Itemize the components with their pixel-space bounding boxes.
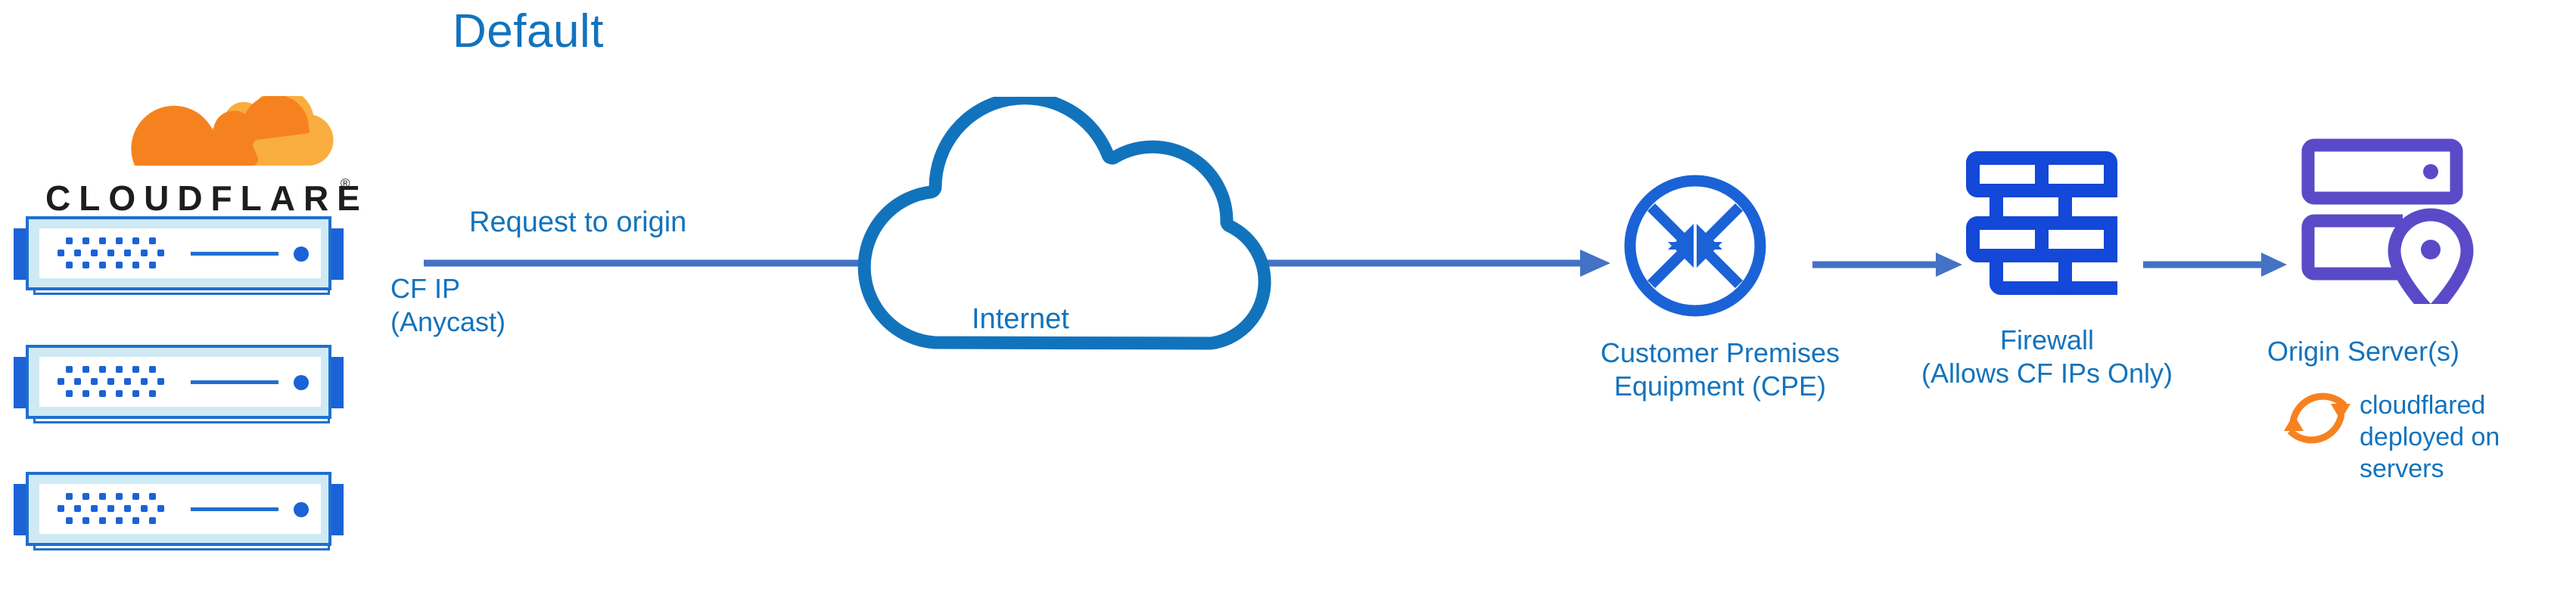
registered-trademark-icon: ® [341, 176, 350, 191]
cloudflare-wordmark: CLOUDFLARE [45, 178, 369, 218]
internet-label: Internet [972, 303, 1069, 335]
rack-chassis [26, 472, 331, 546]
request-to-origin-label: Request to origin [469, 206, 687, 238]
rack-led-icon [294, 375, 309, 390]
rack-faceplate [39, 357, 321, 407]
page-title: Default [453, 5, 604, 57]
router-four-arrows-icon [1624, 175, 1766, 317]
cloudflared-deployed-label: cloudflared deployed on servers [2360, 391, 2500, 483]
cloudflare-edge-server-2 [5, 340, 345, 431]
cloudflare-edge-server-1 [5, 212, 345, 302]
internet-cloud-icon [857, 97, 1271, 350]
origin-server-led-icon [2423, 164, 2438, 179]
rack-status-line [191, 507, 278, 511]
rack-ear-left [14, 228, 29, 280]
brick-wall-icon [1966, 151, 2117, 295]
arrow-firewall-to-origin [2143, 253, 2287, 277]
rack-ear-right [328, 357, 344, 408]
rack-status-line [191, 380, 278, 384]
rack-faceplate [39, 484, 321, 534]
rack-chassis [26, 216, 331, 290]
cf-ip-anycast-label: CF IP (Anycast) [390, 273, 506, 337]
cloudflare-logo: CLOUDFLARE ® [29, 96, 360, 218]
sync-refresh-arrows-icon [2284, 392, 2350, 444]
rack-led-icon [294, 502, 309, 517]
rack-vent-dots-icon [58, 237, 164, 271]
origin-server-icon [2301, 138, 2474, 304]
rack-faceplate [39, 228, 321, 278]
cloudflare-cloud-icon [131, 96, 334, 166]
rack-ear-right [328, 484, 344, 535]
rack-ear-right [328, 228, 344, 280]
cloudflare-edge-server-3 [5, 467, 345, 558]
cpe-label: Customer Premises Equipment (CPE) [1600, 337, 1840, 402]
rack-led-icon [294, 247, 309, 262]
firewall-label: Firewall (Allows CF IPs Only) [1921, 324, 2173, 389]
arrow-cpe-to-firewall [1812, 253, 1962, 277]
location-pin-icon [2388, 208, 2474, 304]
rack-chassis [26, 345, 331, 419]
rack-ear-left [14, 357, 29, 408]
rack-ear-left [14, 484, 29, 535]
rack-vent-dots-icon [58, 493, 164, 526]
rack-vent-dots-icon [58, 366, 164, 399]
origin-server-label: Origin Server(s) [2267, 336, 2460, 367]
rack-status-line [191, 252, 278, 256]
